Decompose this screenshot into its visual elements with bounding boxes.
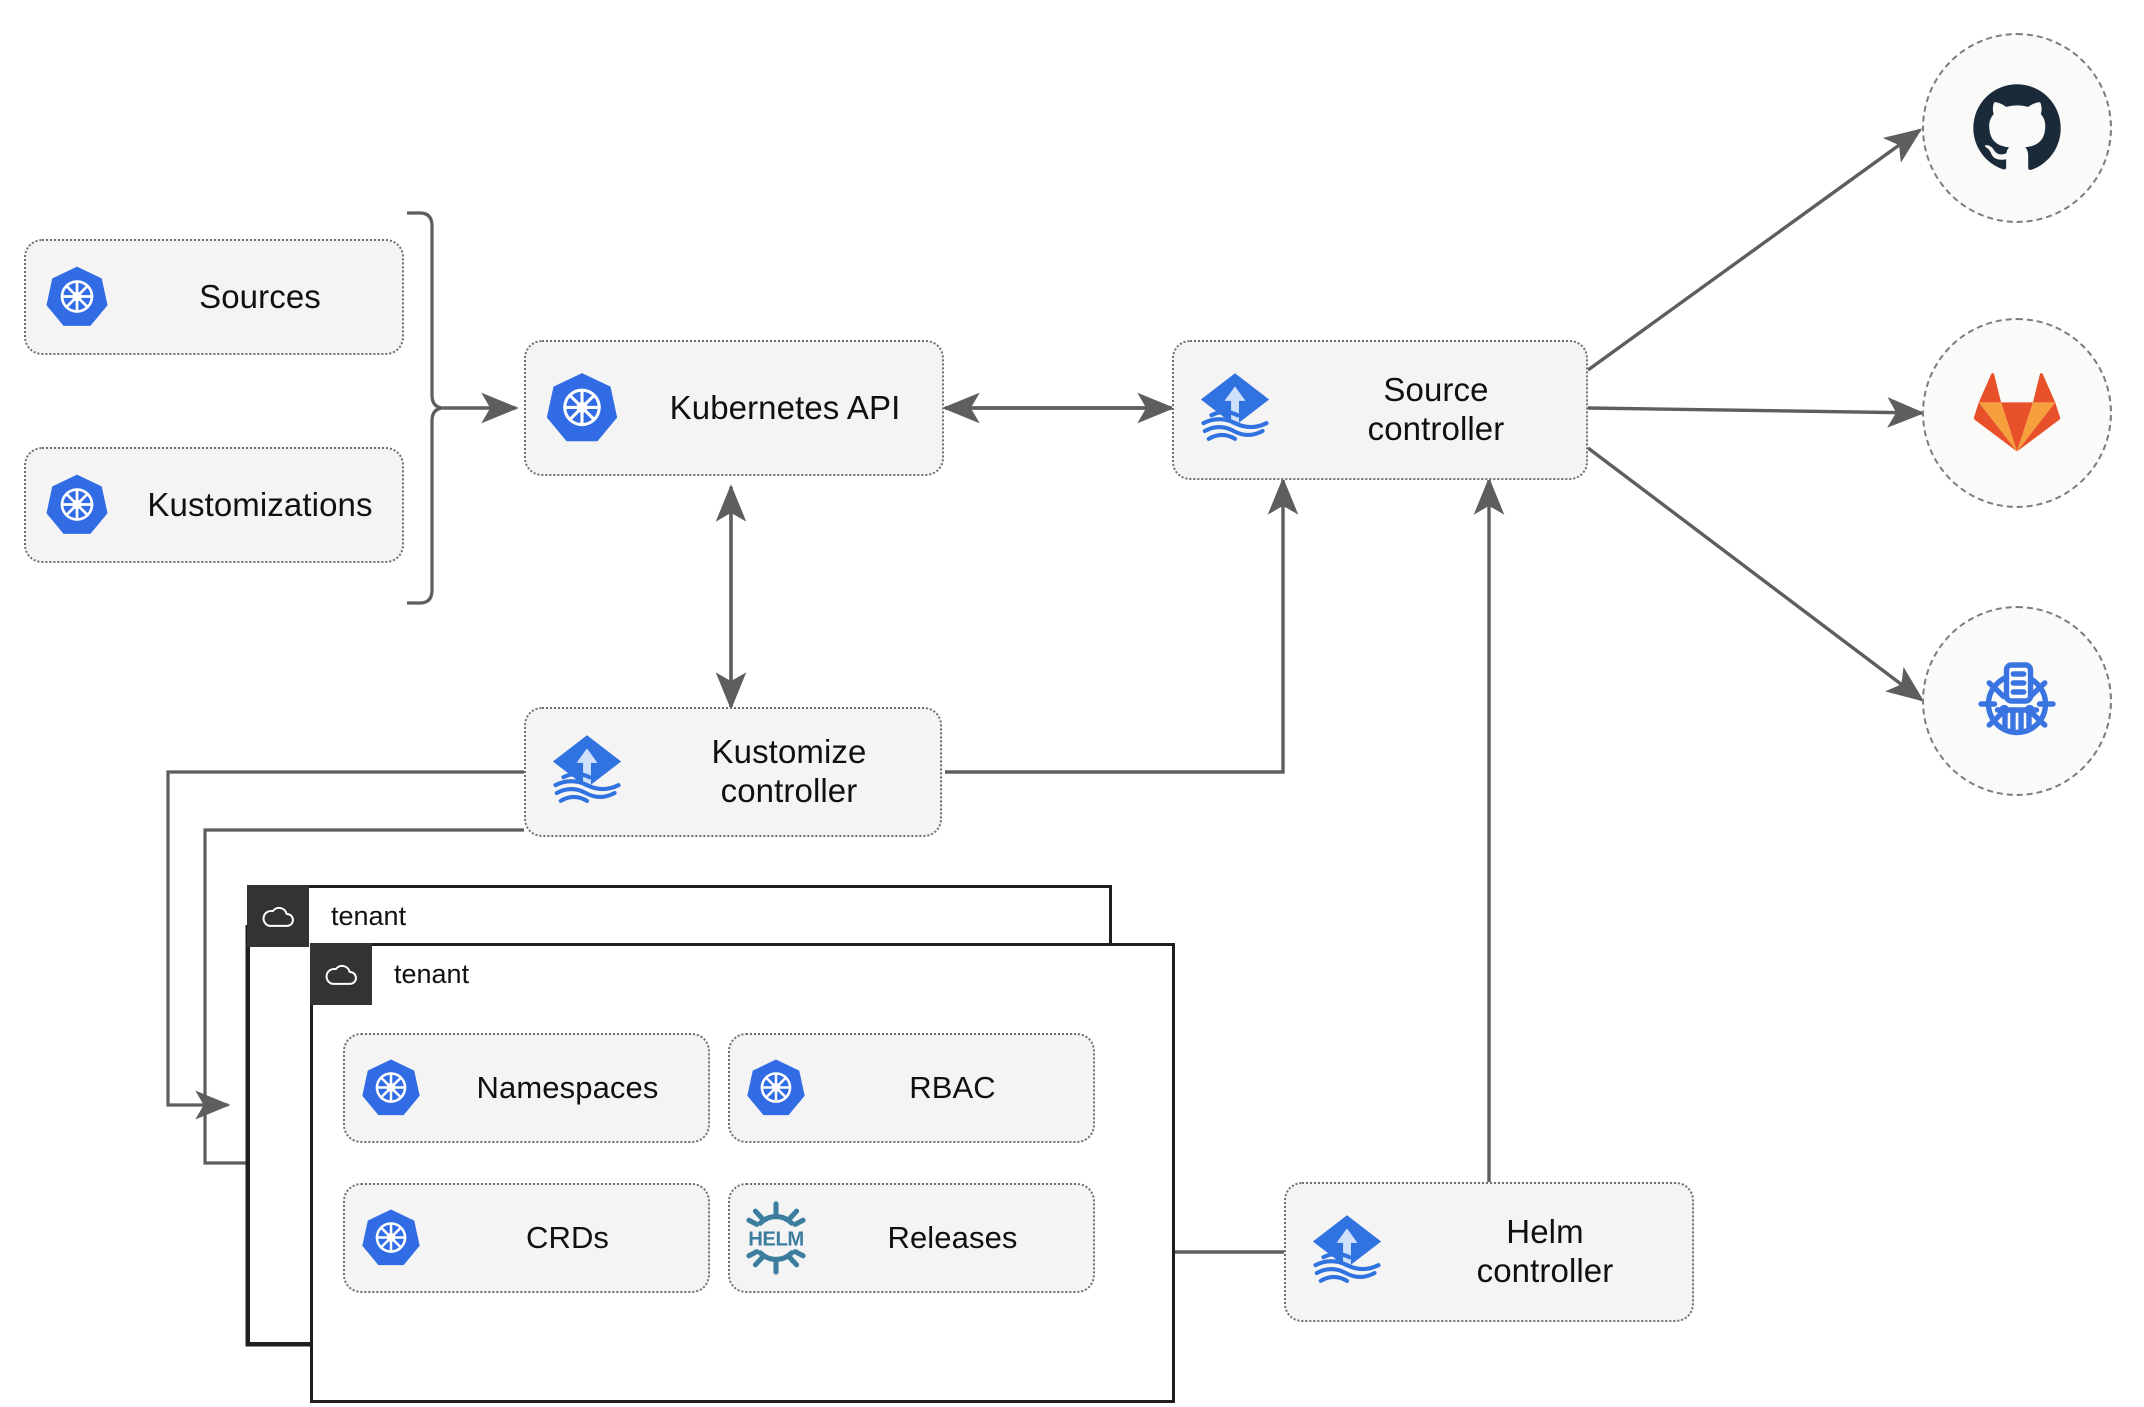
bucket-icon [1969,653,2065,749]
edge-source-to-gitlab [1587,397,1925,428]
brace-sources-group [407,211,445,605]
gitlab-icon [1973,371,2061,455]
node-label: Source controller [1367,371,1505,447]
node-label: CRDs [525,1219,610,1255]
node-kustomize-controller[interactable]: Kustomize controller [524,707,942,837]
cloud-icon [310,943,372,1005]
flux-icon [526,730,648,814]
edge-source-to-github [1587,128,1923,372]
edge-source-to-helm-repository [1586,446,1925,702]
kubernetes-icon [345,1057,437,1119]
node-label: Releases [887,1219,1018,1255]
node-label: Sources [199,277,321,315]
svg-text:HELM: HELM [748,1229,803,1251]
helm-icon: HELM [730,1201,822,1275]
provider-helm-repository[interactable] [1922,606,2112,796]
cloud-icon [247,885,309,947]
flux-icon [1286,1210,1408,1294]
node-sources[interactable]: Sources [24,239,404,355]
kubernetes-icon [26,264,128,330]
node-label: Kubernetes API [669,388,901,426]
node-kustomizations[interactable]: Kustomizations [24,447,404,563]
node-crds[interactable]: CRDs [343,1183,710,1293]
tenant-label: tenant [331,901,407,931]
provider-gitlab[interactable] [1922,318,2112,508]
node-rbac[interactable]: RBAC [728,1033,1095,1143]
kubernetes-icon [730,1057,822,1119]
flux-icon [1174,368,1296,452]
node-label: Helm controller [1476,1213,1614,1289]
node-helm-controller[interactable]: Helm controller [1284,1182,1694,1322]
node-label: RBAC [909,1069,996,1105]
node-label: Namespaces [476,1069,659,1105]
node-namespaces[interactable]: Namespaces [343,1033,710,1143]
kubernetes-icon [345,1207,437,1269]
tenant-header: tenant [310,943,469,1005]
node-releases[interactable]: HELM Releases [728,1183,1095,1293]
node-label: Kustomizations [147,485,373,523]
tenant-frame-inner: tenant [310,943,1175,1403]
tenant-header: tenant [247,885,406,947]
kubernetes-icon [26,472,128,538]
provider-github[interactable] [1922,33,2112,223]
node-kubernetes-api[interactable]: Kubernetes API [524,340,944,476]
tenant-label: tenant [394,959,470,989]
github-icon [1971,82,2063,174]
node-source-controller[interactable]: Source controller [1172,340,1588,480]
edge-kustomize-to-source [945,477,1299,774]
node-label: Kustomize controller [711,733,867,809]
kubernetes-icon [526,370,638,446]
